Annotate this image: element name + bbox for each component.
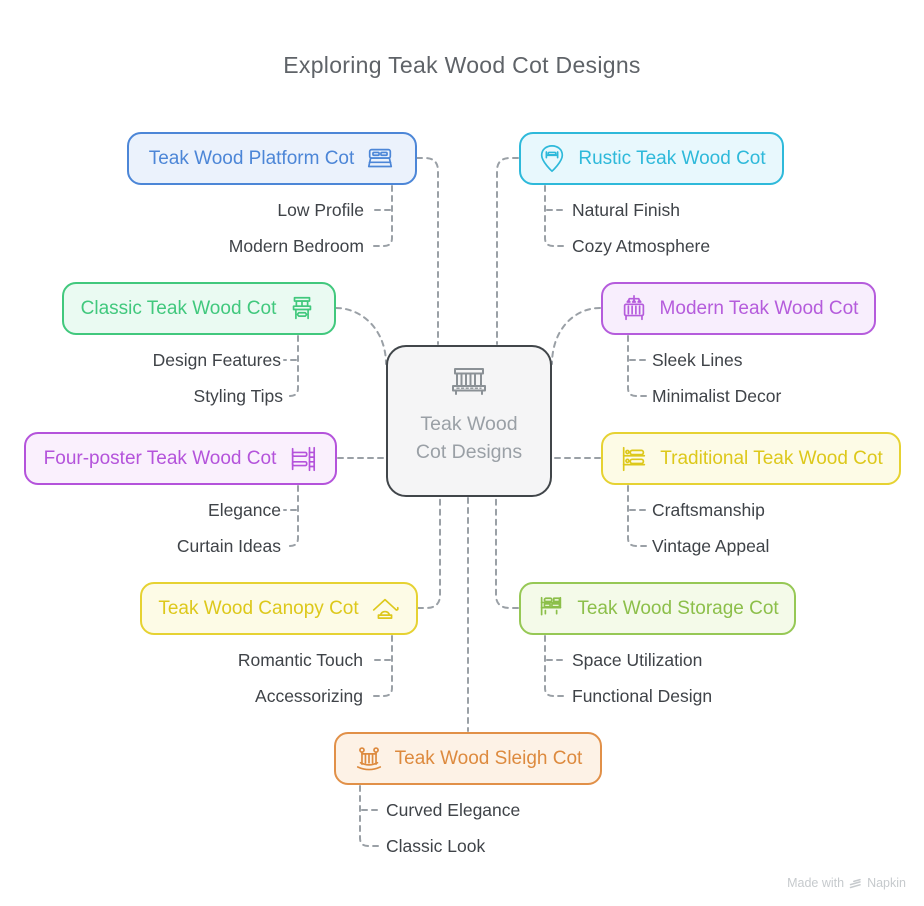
page-title: Exploring Teak Wood Cot Designs <box>283 52 641 78</box>
connector-platform-subs <box>373 185 393 247</box>
node-label: Teak Wood Canopy Cot <box>158 597 359 619</box>
central-node-label: Teak Wood Cot Designs <box>415 413 523 463</box>
connector-classic-center <box>335 307 387 365</box>
sub-label-curved-elegance[interactable]: Curved Elegance <box>386 800 521 820</box>
sub-label-sleek-lines[interactable]: Sleek Lines <box>652 350 743 370</box>
sub-label-classic-look[interactable]: Classic Look <box>386 836 486 856</box>
bunk-bed-icon <box>623 446 646 471</box>
node-four-poster-cot[interactable]: Four-poster Teak Wood Cot <box>24 432 337 485</box>
connector-fourposter-subs <box>285 485 299 547</box>
rustic-pin-bed-icon <box>541 144 564 172</box>
sub-label-elegance[interactable]: Elegance <box>208 500 281 520</box>
classic-bed-icon <box>293 296 312 319</box>
node-label: Teak Wood Platform Cot <box>148 147 355 169</box>
connector-traditional-subs <box>627 485 647 547</box>
connector-modern-subs <box>627 335 647 397</box>
sub-label-craftsmanship[interactable]: Craftsmanship <box>652 500 765 520</box>
canopy-bed-icon <box>372 598 399 619</box>
node-label: Teak Wood Storage Cot <box>577 597 779 619</box>
sub-label-accessorizing[interactable]: Accessorizing <box>255 686 363 706</box>
node-label: Teak Wood Sleigh Cot <box>394 747 583 769</box>
watermark-prefix: Made with <box>787 876 845 890</box>
connector-platform-center <box>416 157 439 345</box>
watermark-brand: Napkin <box>867 876 906 890</box>
sub-label-cozy-atmosphere[interactable]: Cozy Atmosphere <box>572 236 711 256</box>
storage-bed-icon <box>541 596 562 615</box>
node-platform-cot[interactable]: Teak Wood Platform Cot <box>127 132 417 185</box>
sub-label-design-features[interactable]: Design Features <box>152 350 281 370</box>
sub-label-curtain-ideas[interactable]: Curtain Ideas <box>176 536 281 556</box>
connector-rustic-center <box>496 157 519 345</box>
platform-bed-icon <box>368 148 393 167</box>
sub-label-space-utilization[interactable]: Space Utilization <box>572 650 703 670</box>
sub-label-minimalist-decor[interactable]: Minimalist Decor <box>652 386 782 406</box>
sub-label-functional-design[interactable]: Functional Design <box>572 686 713 706</box>
connector-modern-center <box>551 307 601 365</box>
node-label: Modern Teak Wood Cot <box>659 297 859 319</box>
node-rustic-cot[interactable]: Rustic Teak Wood Cot <box>519 132 784 185</box>
connector-storage-subs <box>544 635 564 697</box>
connector-storage-center <box>495 497 519 609</box>
sub-label-modern-bedroom[interactable]: Modern Bedroom <box>228 236 364 256</box>
sub-label-natural-finish[interactable]: Natural Finish <box>572 200 680 220</box>
central-node[interactable]: Teak Wood Cot Designs <box>386 345 552 497</box>
watermark[interactable]: Made with Napkin <box>787 876 906 890</box>
connector-canopy-subs <box>373 635 393 697</box>
connector-sleigh-subs <box>359 785 379 847</box>
napkin-logo-icon <box>849 878 861 888</box>
connector-classic-subs <box>285 335 299 397</box>
node-label: Traditional Teak Wood Cot <box>660 447 883 469</box>
node-classic-cot[interactable]: Classic Teak Wood Cot <box>62 282 336 335</box>
sub-label-romantic-touch[interactable]: Romantic Touch <box>237 650 363 670</box>
node-label: Four-poster Teak Wood Cot <box>43 447 277 469</box>
node-modern-cot[interactable]: Modern Teak Wood Cot <box>601 282 876 335</box>
sub-label-styling-tips[interactable]: Styling Tips <box>193 386 283 406</box>
modern-crib-icon <box>623 294 644 320</box>
connector-rustic-subs <box>544 185 564 247</box>
node-label: Rustic Teak Wood Cot <box>578 147 766 169</box>
four-poster-bed-icon <box>292 446 316 471</box>
cot-icon <box>452 368 486 395</box>
node-label: Classic Teak Wood Cot <box>80 297 277 319</box>
sleigh-crib-icon <box>356 746 381 770</box>
connector-canopy-center <box>417 497 441 609</box>
node-canopy-cot[interactable]: Teak Wood Canopy Cot <box>140 582 418 635</box>
sub-label-low-profile[interactable]: Low Profile <box>277 200 364 220</box>
node-storage-cot[interactable]: Teak Wood Storage Cot <box>519 582 796 635</box>
sub-label-vintage-appeal[interactable]: Vintage Appeal <box>652 536 770 556</box>
node-sleigh-cot[interactable]: Teak Wood Sleigh Cot <box>334 732 602 785</box>
node-traditional-cot[interactable]: Traditional Teak Wood Cot <box>601 432 901 485</box>
